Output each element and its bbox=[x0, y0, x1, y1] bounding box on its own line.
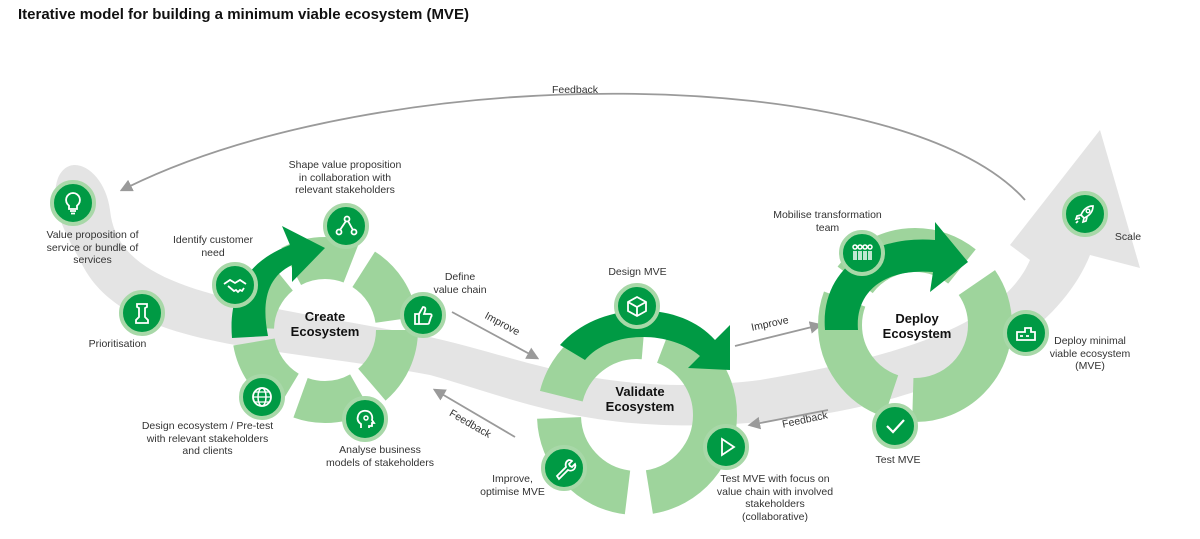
network-icon bbox=[323, 203, 369, 249]
rocket-icon bbox=[1062, 191, 1108, 237]
gear-icon bbox=[1003, 310, 1049, 356]
deploy-cycle bbox=[818, 222, 1012, 422]
wrench-icon bbox=[541, 445, 587, 491]
step-design-mve: Design MVE bbox=[608, 266, 667, 278]
step-mobilise: Mobilise transformation team bbox=[773, 209, 882, 234]
step-shape-value: Shape value proposition in collaboration… bbox=[288, 159, 402, 196]
step-test-mve-focus: Test MVE with focus on value chain with … bbox=[716, 473, 834, 523]
validate-ecosystem-label: Validate Ecosystem bbox=[605, 384, 675, 414]
feedback-arrow-2 bbox=[747, 409, 829, 430]
handshake-icon bbox=[212, 262, 258, 308]
validate-cycle bbox=[537, 310, 737, 515]
top-feedback-label: Feedback bbox=[551, 84, 599, 96]
process-band bbox=[55, 130, 1141, 426]
team-icon bbox=[839, 230, 885, 276]
step-prioritisation: Prioritisation bbox=[88, 338, 147, 350]
create-ecosystem-label: Create Ecosystem bbox=[290, 309, 360, 339]
play-icon bbox=[703, 424, 749, 470]
step-value-proposition: Value proposition of service or bundle o… bbox=[46, 229, 139, 266]
globe-icon bbox=[239, 374, 285, 420]
step-design-ecosystem: Design ecosystem / Pre-test with relevan… bbox=[141, 420, 274, 457]
top-feedback-arrow bbox=[119, 92, 1026, 201]
page-title: Iterative model for building a minimum v… bbox=[18, 6, 469, 23]
box-icon bbox=[614, 283, 660, 329]
improve-arrow-1 bbox=[451, 311, 540, 360]
step-test-mve: Test MVE bbox=[875, 454, 921, 466]
deploy-ecosystem-label: Deploy Ecosystem bbox=[882, 311, 952, 341]
step-analyse-models: Analyse business models of stakeholders bbox=[326, 444, 434, 469]
chess-piece-icon bbox=[119, 290, 165, 336]
feedback-arrow-1 bbox=[432, 388, 516, 438]
thumbs-up-icon bbox=[400, 292, 446, 338]
head-icon bbox=[342, 396, 388, 442]
step-deploy-minimal: Deploy minimal viable ecosystem (MVE) bbox=[1049, 335, 1131, 372]
lightbulb-icon bbox=[50, 180, 96, 226]
step-improve-mve: Improve, optimise MVE bbox=[480, 473, 545, 498]
step-scale: Scale bbox=[1114, 231, 1142, 243]
step-identify-need: Identify customer need bbox=[173, 234, 253, 259]
improve-arrow-2 bbox=[734, 321, 823, 347]
checkmark-icon bbox=[872, 403, 918, 449]
step-define-chain: Define value chain bbox=[433, 271, 487, 296]
create-cycle bbox=[231, 226, 418, 423]
